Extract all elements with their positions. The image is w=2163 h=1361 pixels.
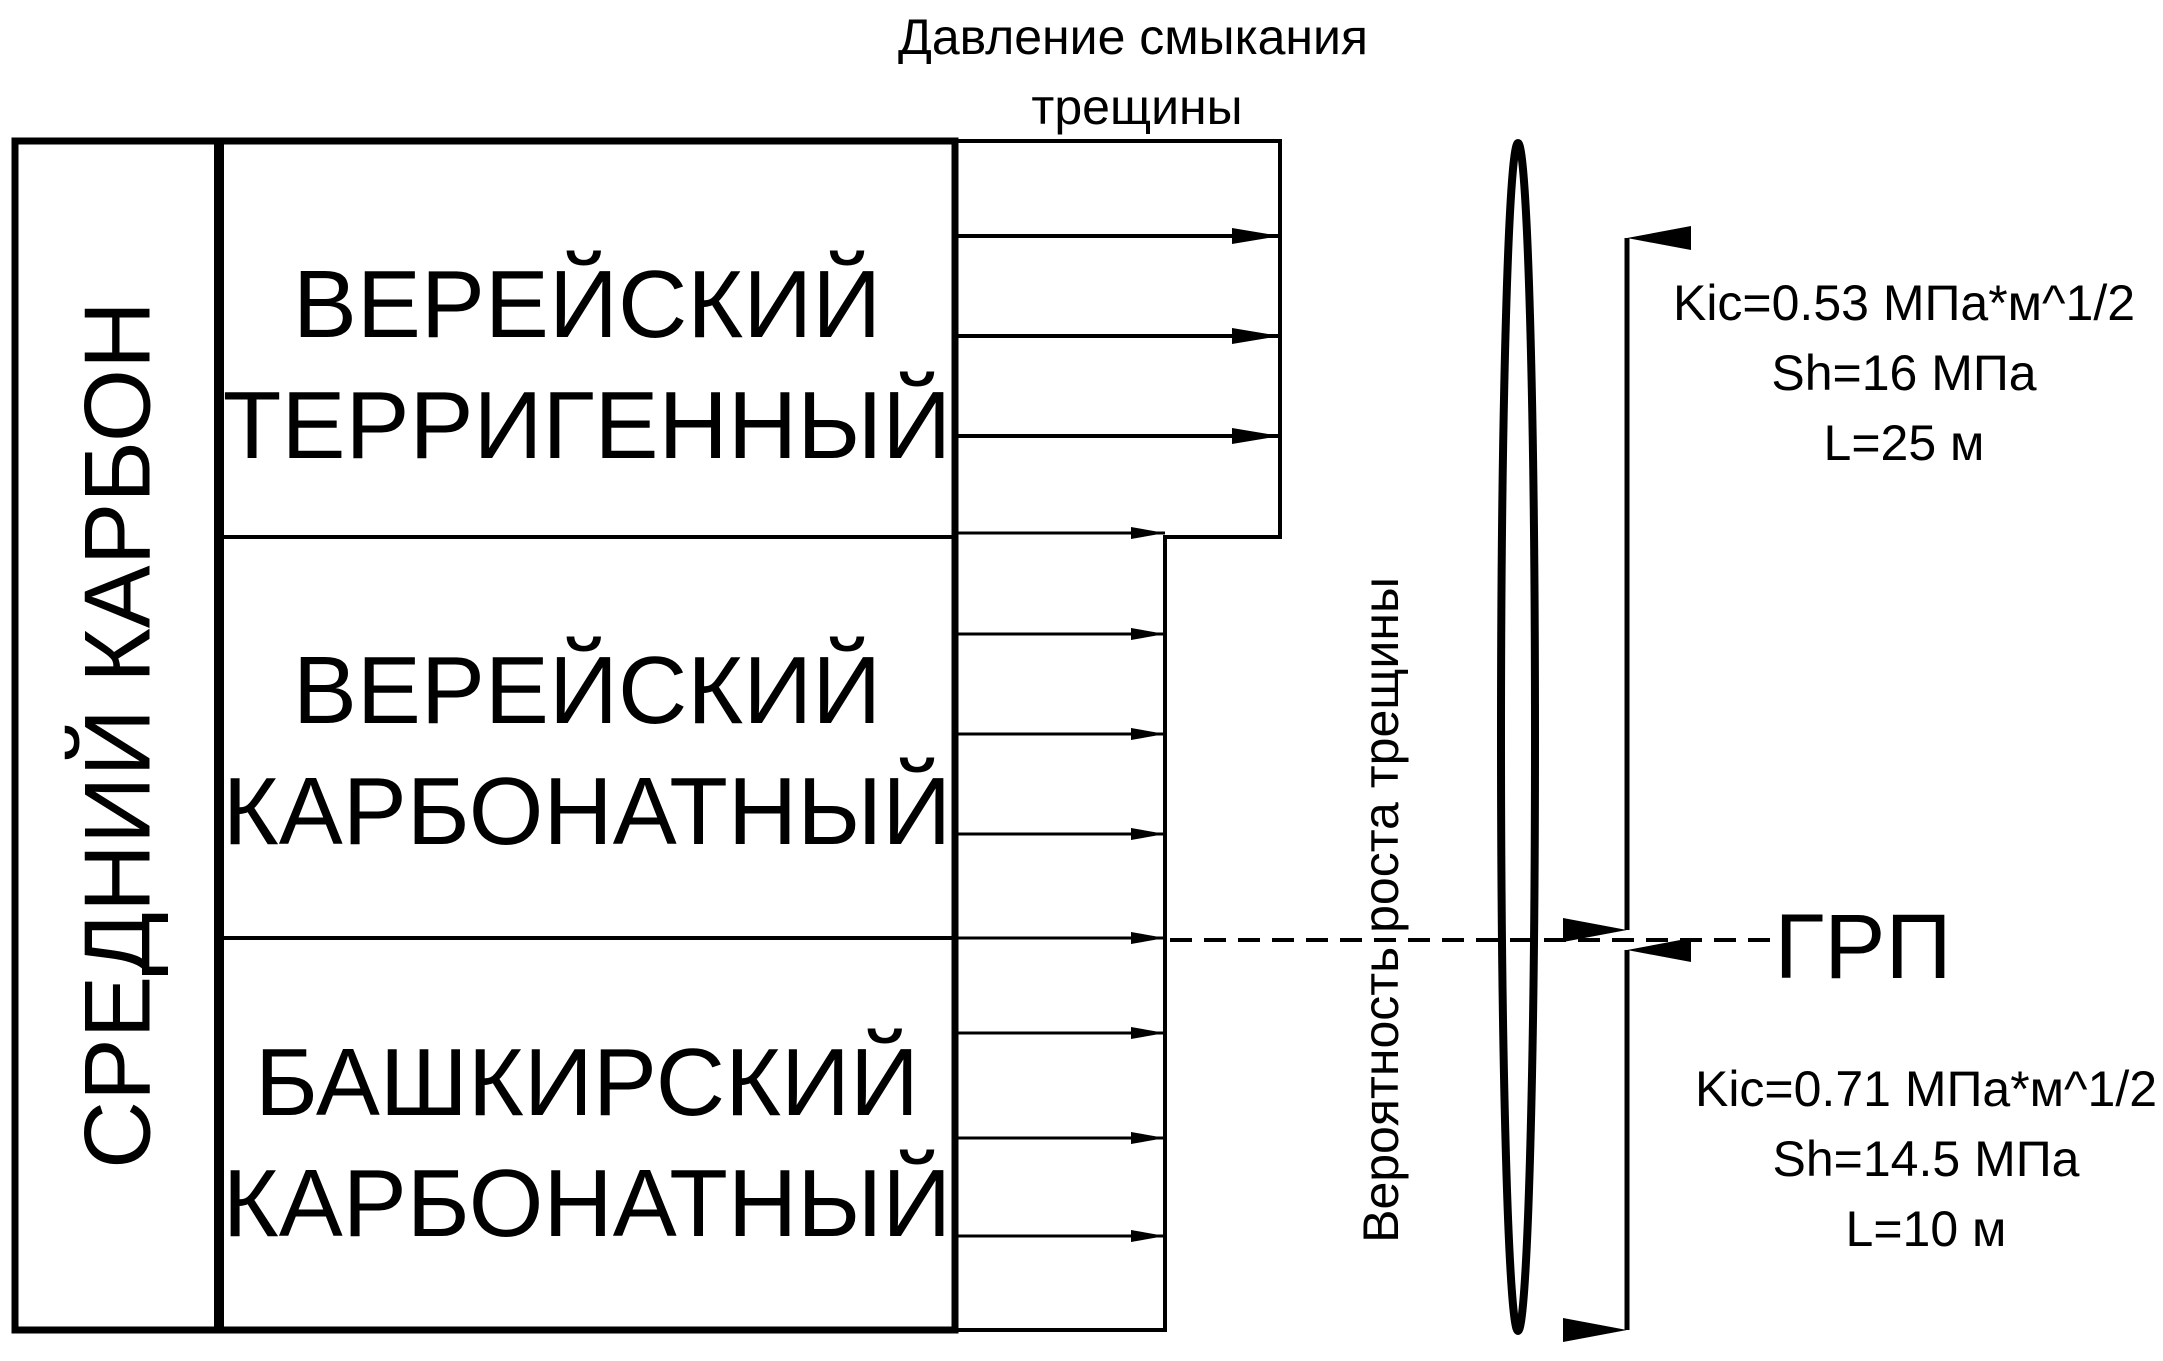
growth-probability-label: Вероятность роста трещины: [1353, 577, 1409, 1243]
closure-pressure-caption-line2: трещины: [1031, 79, 1242, 135]
layer-3-name-line2: КАРБОНАТНЫЙ: [223, 1149, 951, 1257]
layer-2-name-line1: ВЕРЕЙСКИЙ: [293, 636, 881, 744]
lower-sh: Sh=14.5 МПа: [1773, 1131, 2080, 1187]
layer-3-name-line1: БАШКИРСКИЙ: [255, 1028, 919, 1136]
layer-1-name-line2: ТЕРРИГЕННЫЙ: [223, 371, 951, 479]
lower-l: L=10 м: [1846, 1201, 2007, 1257]
upper-kic: Kic=0.53 МПа*м^1/2: [1673, 275, 2135, 331]
fracture-ellipse: [1497, 139, 1539, 1335]
frac-label: ГРП: [1774, 896, 1951, 998]
upper-sh: Sh=16 МПа: [1771, 345, 2036, 401]
closure-pressure-caption-line1: Давление смыкания: [898, 9, 1368, 65]
layer-1-name-line1: ВЕРЕЙСКИЙ: [293, 250, 881, 358]
lower-kic: Kic=0.71 МПа*м^1/2: [1695, 1061, 2157, 1117]
closure-pressure-profile: [955, 139, 1282, 1332]
period-label: СРЕДНИЙ КАРБОН: [64, 301, 170, 1169]
layer-2-name-line2: КАРБОНАТНЫЙ: [223, 757, 951, 865]
upper-l: L=25 м: [1824, 415, 1985, 471]
